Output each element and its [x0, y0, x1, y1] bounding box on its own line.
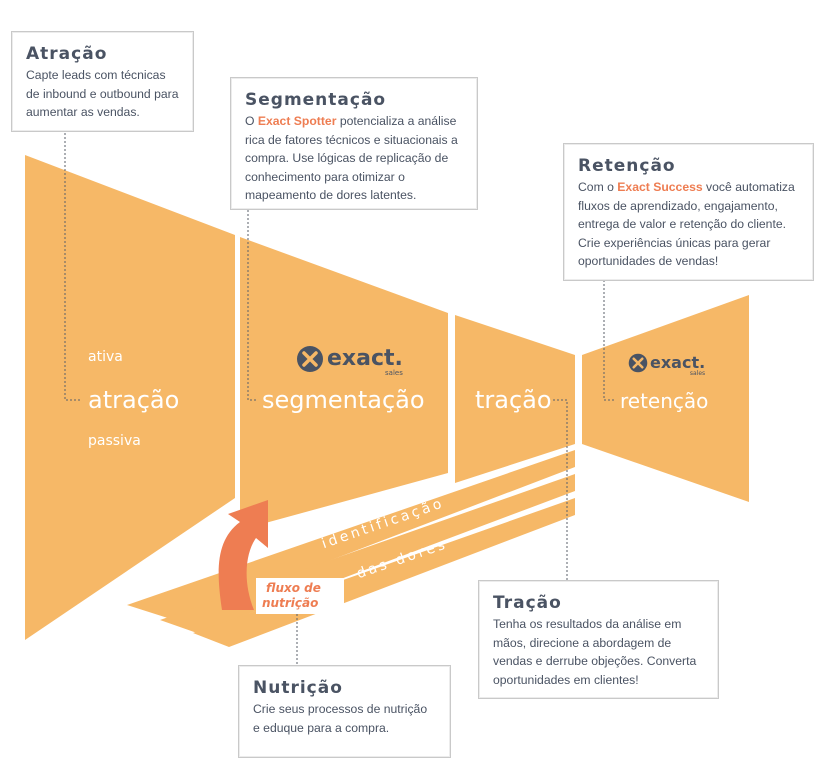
- label-fluxo-de: fluxo de: [266, 581, 321, 595]
- card-retencao: Retenção Com o Exact Success você automa…: [563, 143, 814, 281]
- card-segmentacao: Segmentação O Exact Spotter potencializa…: [230, 77, 478, 210]
- funnel-stage-retencao: [582, 295, 749, 502]
- card-tracao: Tração Tenha os resultados da análise em…: [478, 580, 719, 699]
- card-retencao-body: Com o Exact Success você automatiza flux…: [578, 180, 795, 268]
- card-segmentacao-title: Segmentação: [245, 90, 387, 110]
- exact-sales-logo-small: exact. sales: [628, 353, 706, 377]
- label-ativa: ativa: [88, 349, 123, 365]
- exact-x-logo-icon: [628, 353, 648, 373]
- card-nutricao-title: Nutrição: [253, 678, 343, 698]
- connector-lines: [64, 133, 614, 665]
- card-nutricao: Nutrição Crie seus processos de nutrição…: [238, 665, 451, 758]
- card-retencao-title: Retenção: [578, 156, 676, 176]
- connector-segmentacao: [247, 210, 256, 401]
- label-passiva: passiva: [88, 433, 141, 449]
- label-atracao: atração: [88, 386, 180, 414]
- funnel-stage-atracao: [25, 155, 235, 640]
- connector-retencao: [603, 280, 614, 401]
- exact-x-logo-icon: [297, 346, 323, 372]
- exact-success-highlight: Exact Success: [617, 180, 703, 194]
- nutrition-flow-arrow: [218, 500, 268, 610]
- exact-sales-logo-large: exact. sales: [296, 345, 403, 377]
- funnel-stage-segmentacao: [240, 237, 448, 530]
- label-segmentacao: segmentação: [262, 386, 425, 414]
- label-retencao: retenção: [620, 389, 709, 413]
- exact-wordmark: exact. sales: [650, 353, 706, 377]
- label-tracao: tração: [475, 386, 552, 414]
- connector-tracao: [553, 399, 568, 580]
- exact-wordmark: exact. sales: [327, 346, 403, 377]
- funnel-stage-tracao: [455, 315, 575, 483]
- nutrition-flow-label-bg: [256, 578, 344, 614]
- card-nutricao-body: Crie seus processos de nutrição e eduque…: [253, 702, 428, 735]
- connector-atracao: [64, 133, 80, 401]
- card-atracao-body: Capte leads com técnicas de inbound e ou…: [26, 68, 179, 119]
- card-atracao: Atração Capte leads com técnicas de inbo…: [11, 31, 194, 132]
- card-tracao-body: Tenha os resultados da análise em mãos, …: [493, 617, 697, 687]
- label-nutricao-flow: nutrição: [262, 596, 319, 610]
- card-tracao-title: Tração: [493, 593, 562, 613]
- card-segmentacao-body: O Exact Spotter potencializa a análise r…: [245, 114, 458, 202]
- card-atracao-title: Atração: [26, 44, 108, 64]
- exact-spotter-highlight: Exact Spotter: [257, 114, 337, 128]
